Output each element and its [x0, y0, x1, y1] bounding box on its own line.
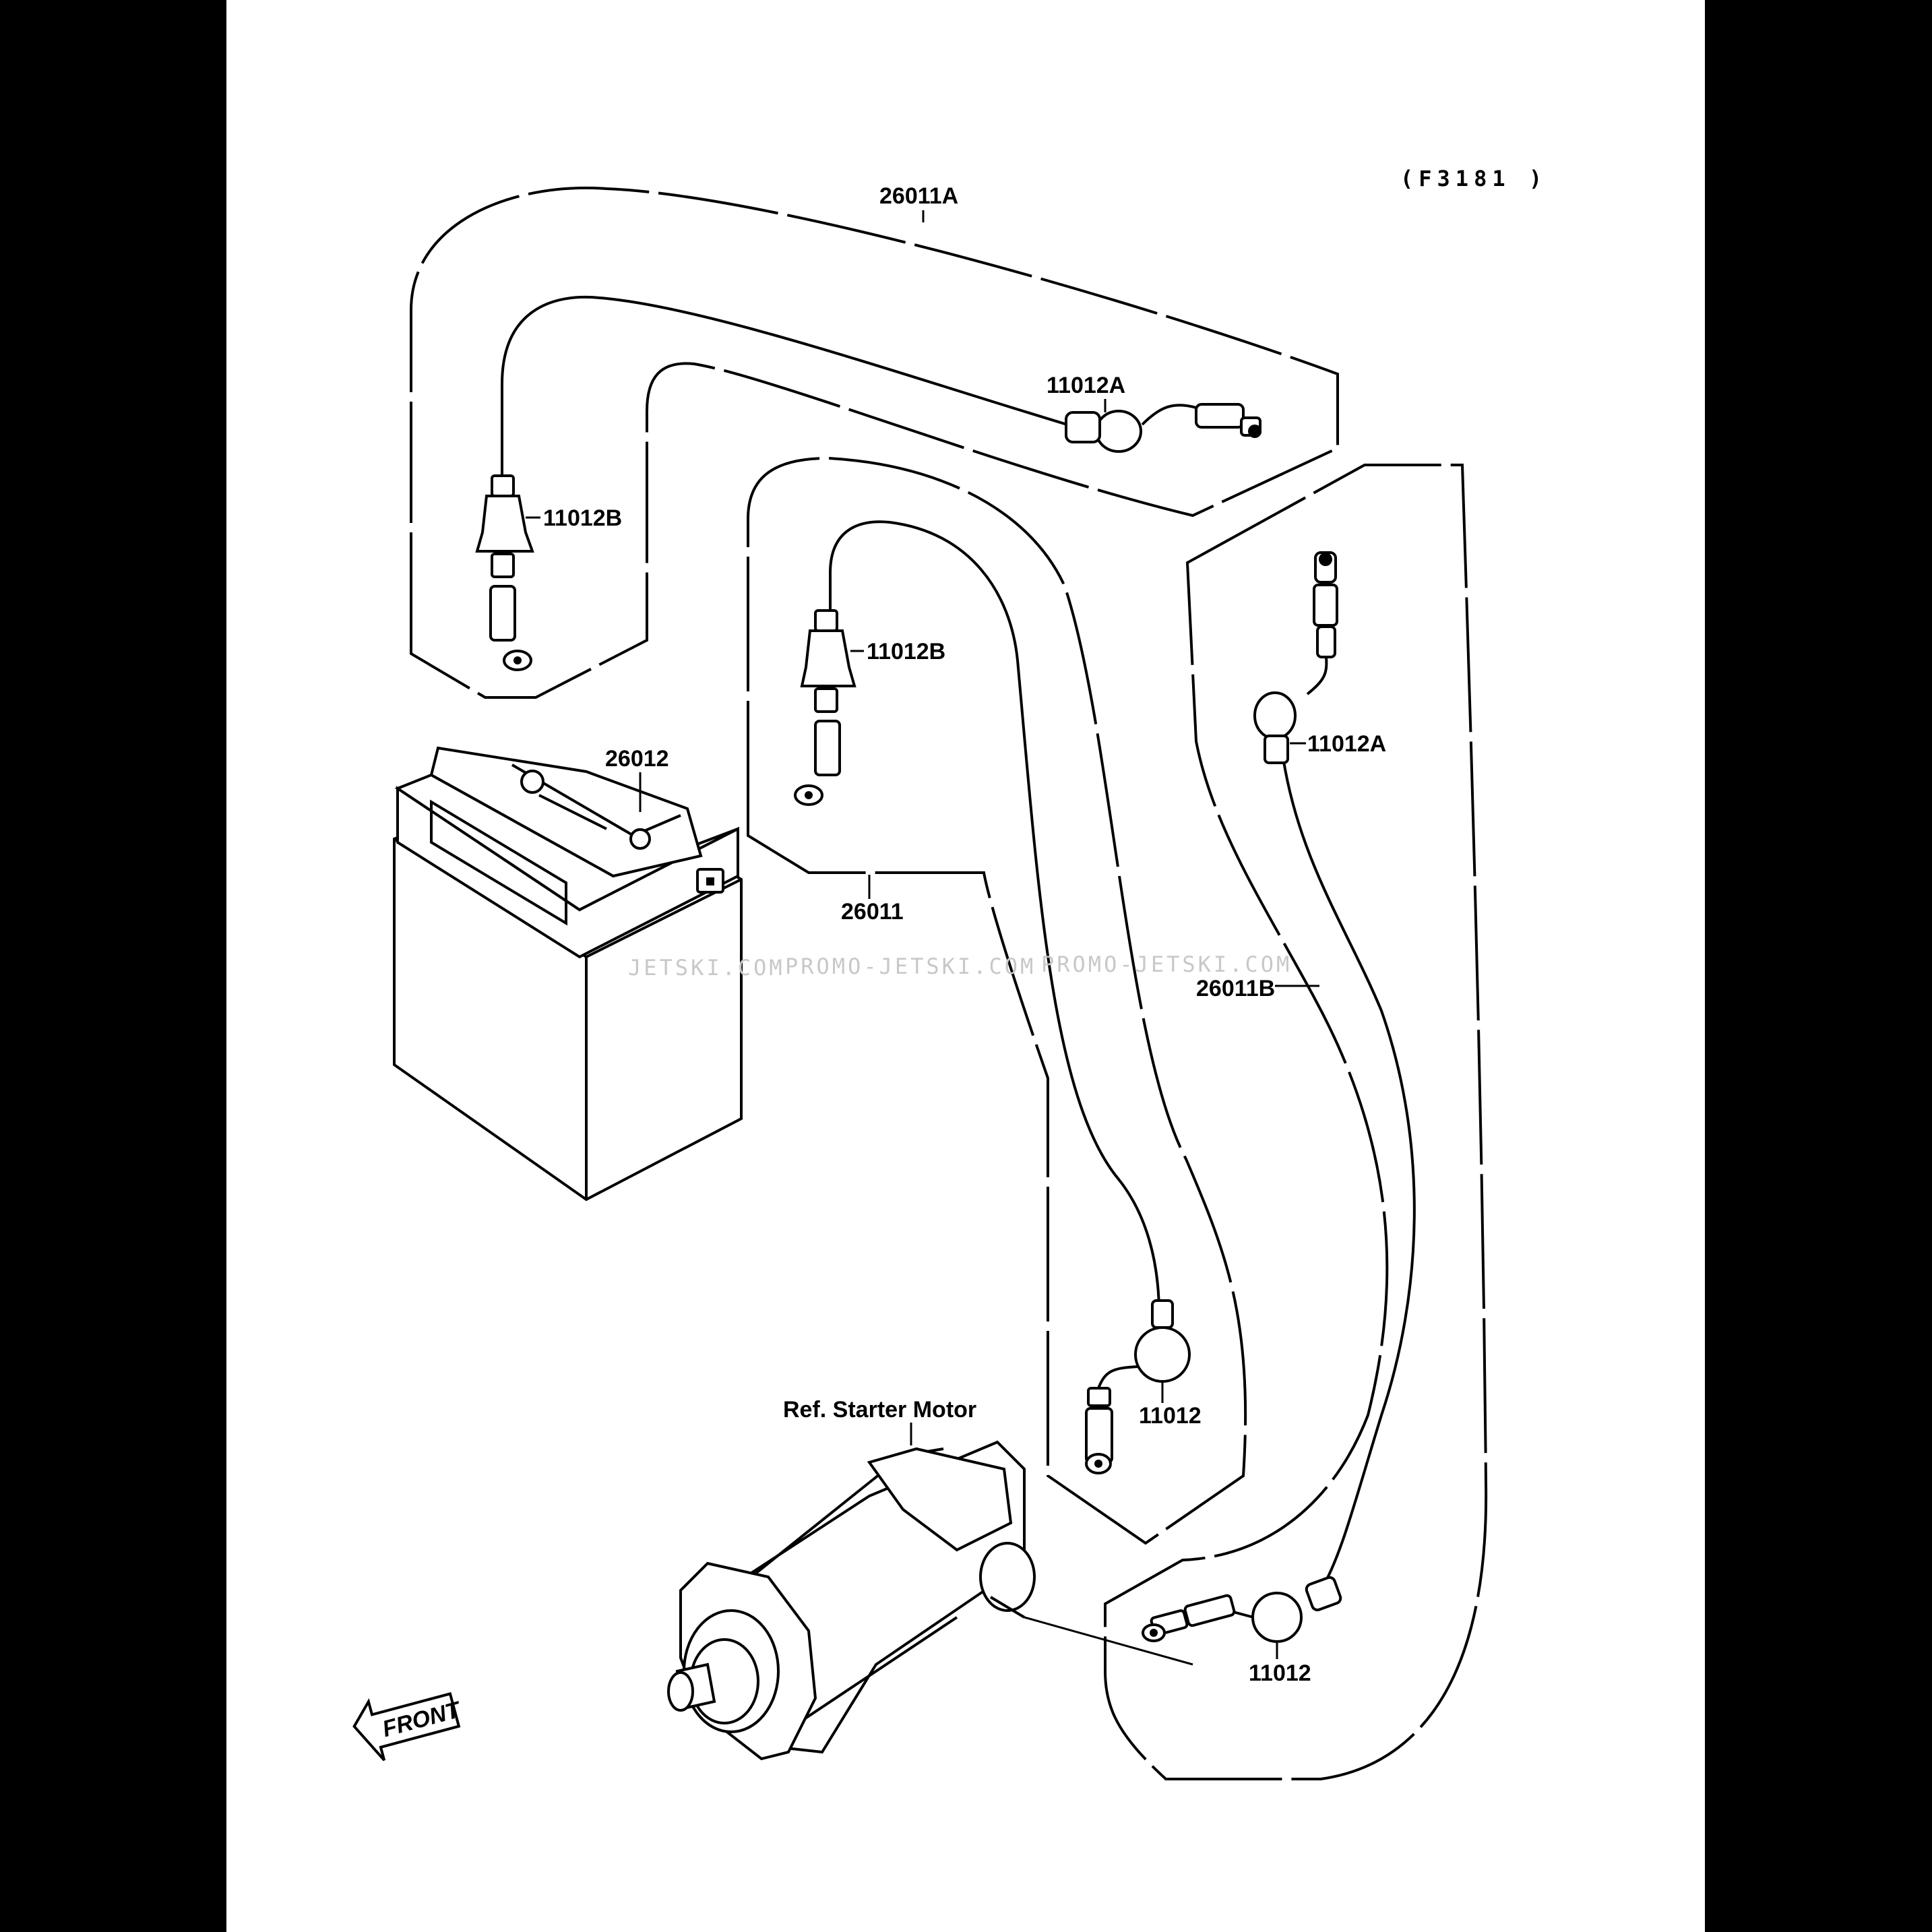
label-26012: 26012: [605, 746, 669, 772]
leader-starter-terminal: [1024, 1616, 1193, 1666]
label-11012a-right: 11012A: [1307, 731, 1386, 757]
cap-11012b-center: [794, 609, 856, 806]
label-11012b-left: 11012B: [543, 505, 622, 531]
label-starter-motor: Ref. Starter Motor: [783, 1397, 976, 1423]
watermark-2: PROMO-JETSKI.COM: [785, 954, 1036, 979]
cap-11012-right: [1142, 1576, 1342, 1643]
battery-26012: [393, 746, 743, 1202]
cap-11012a-top: [1065, 403, 1261, 453]
label-11012b-center: 11012B: [867, 639, 945, 664]
harness-group-main: 26011 11012B 11012: [747, 456, 1247, 1545]
label-11012a-top: 11012A: [1047, 373, 1125, 398]
cap-11012b-left: [475, 474, 534, 671]
harness-group-b: 26011B 11012A 11012: [1104, 464, 1488, 1780]
label-26011b: 26011B: [1196, 976, 1275, 1001]
reference-code: (F3181 ): [1400, 166, 1547, 191]
label-26011a: 26011A: [879, 183, 958, 209]
front-arrow: FRONT: [352, 1691, 465, 1762]
harness-group-a: 26011A 11012A 11012B: [410, 183, 1339, 699]
cap-11012a-right: [1253, 551, 1338, 764]
watermark-3: PROMO-JETSKI.COM: [1041, 952, 1292, 977]
starter-motor: [667, 1440, 1193, 1761]
cap-11012-center: [1085, 1299, 1191, 1474]
watermark-1: JETSKI.COM: [628, 955, 785, 980]
label-11012-center: 11012: [1139, 1403, 1202, 1429]
watermarks: JETSKI.COM PROMO-JETSKI.COM PROMO-JETSKI…: [628, 952, 1292, 980]
label-11012-right: 11012: [1249, 1660, 1311, 1686]
label-26011: 26011: [841, 899, 904, 925]
